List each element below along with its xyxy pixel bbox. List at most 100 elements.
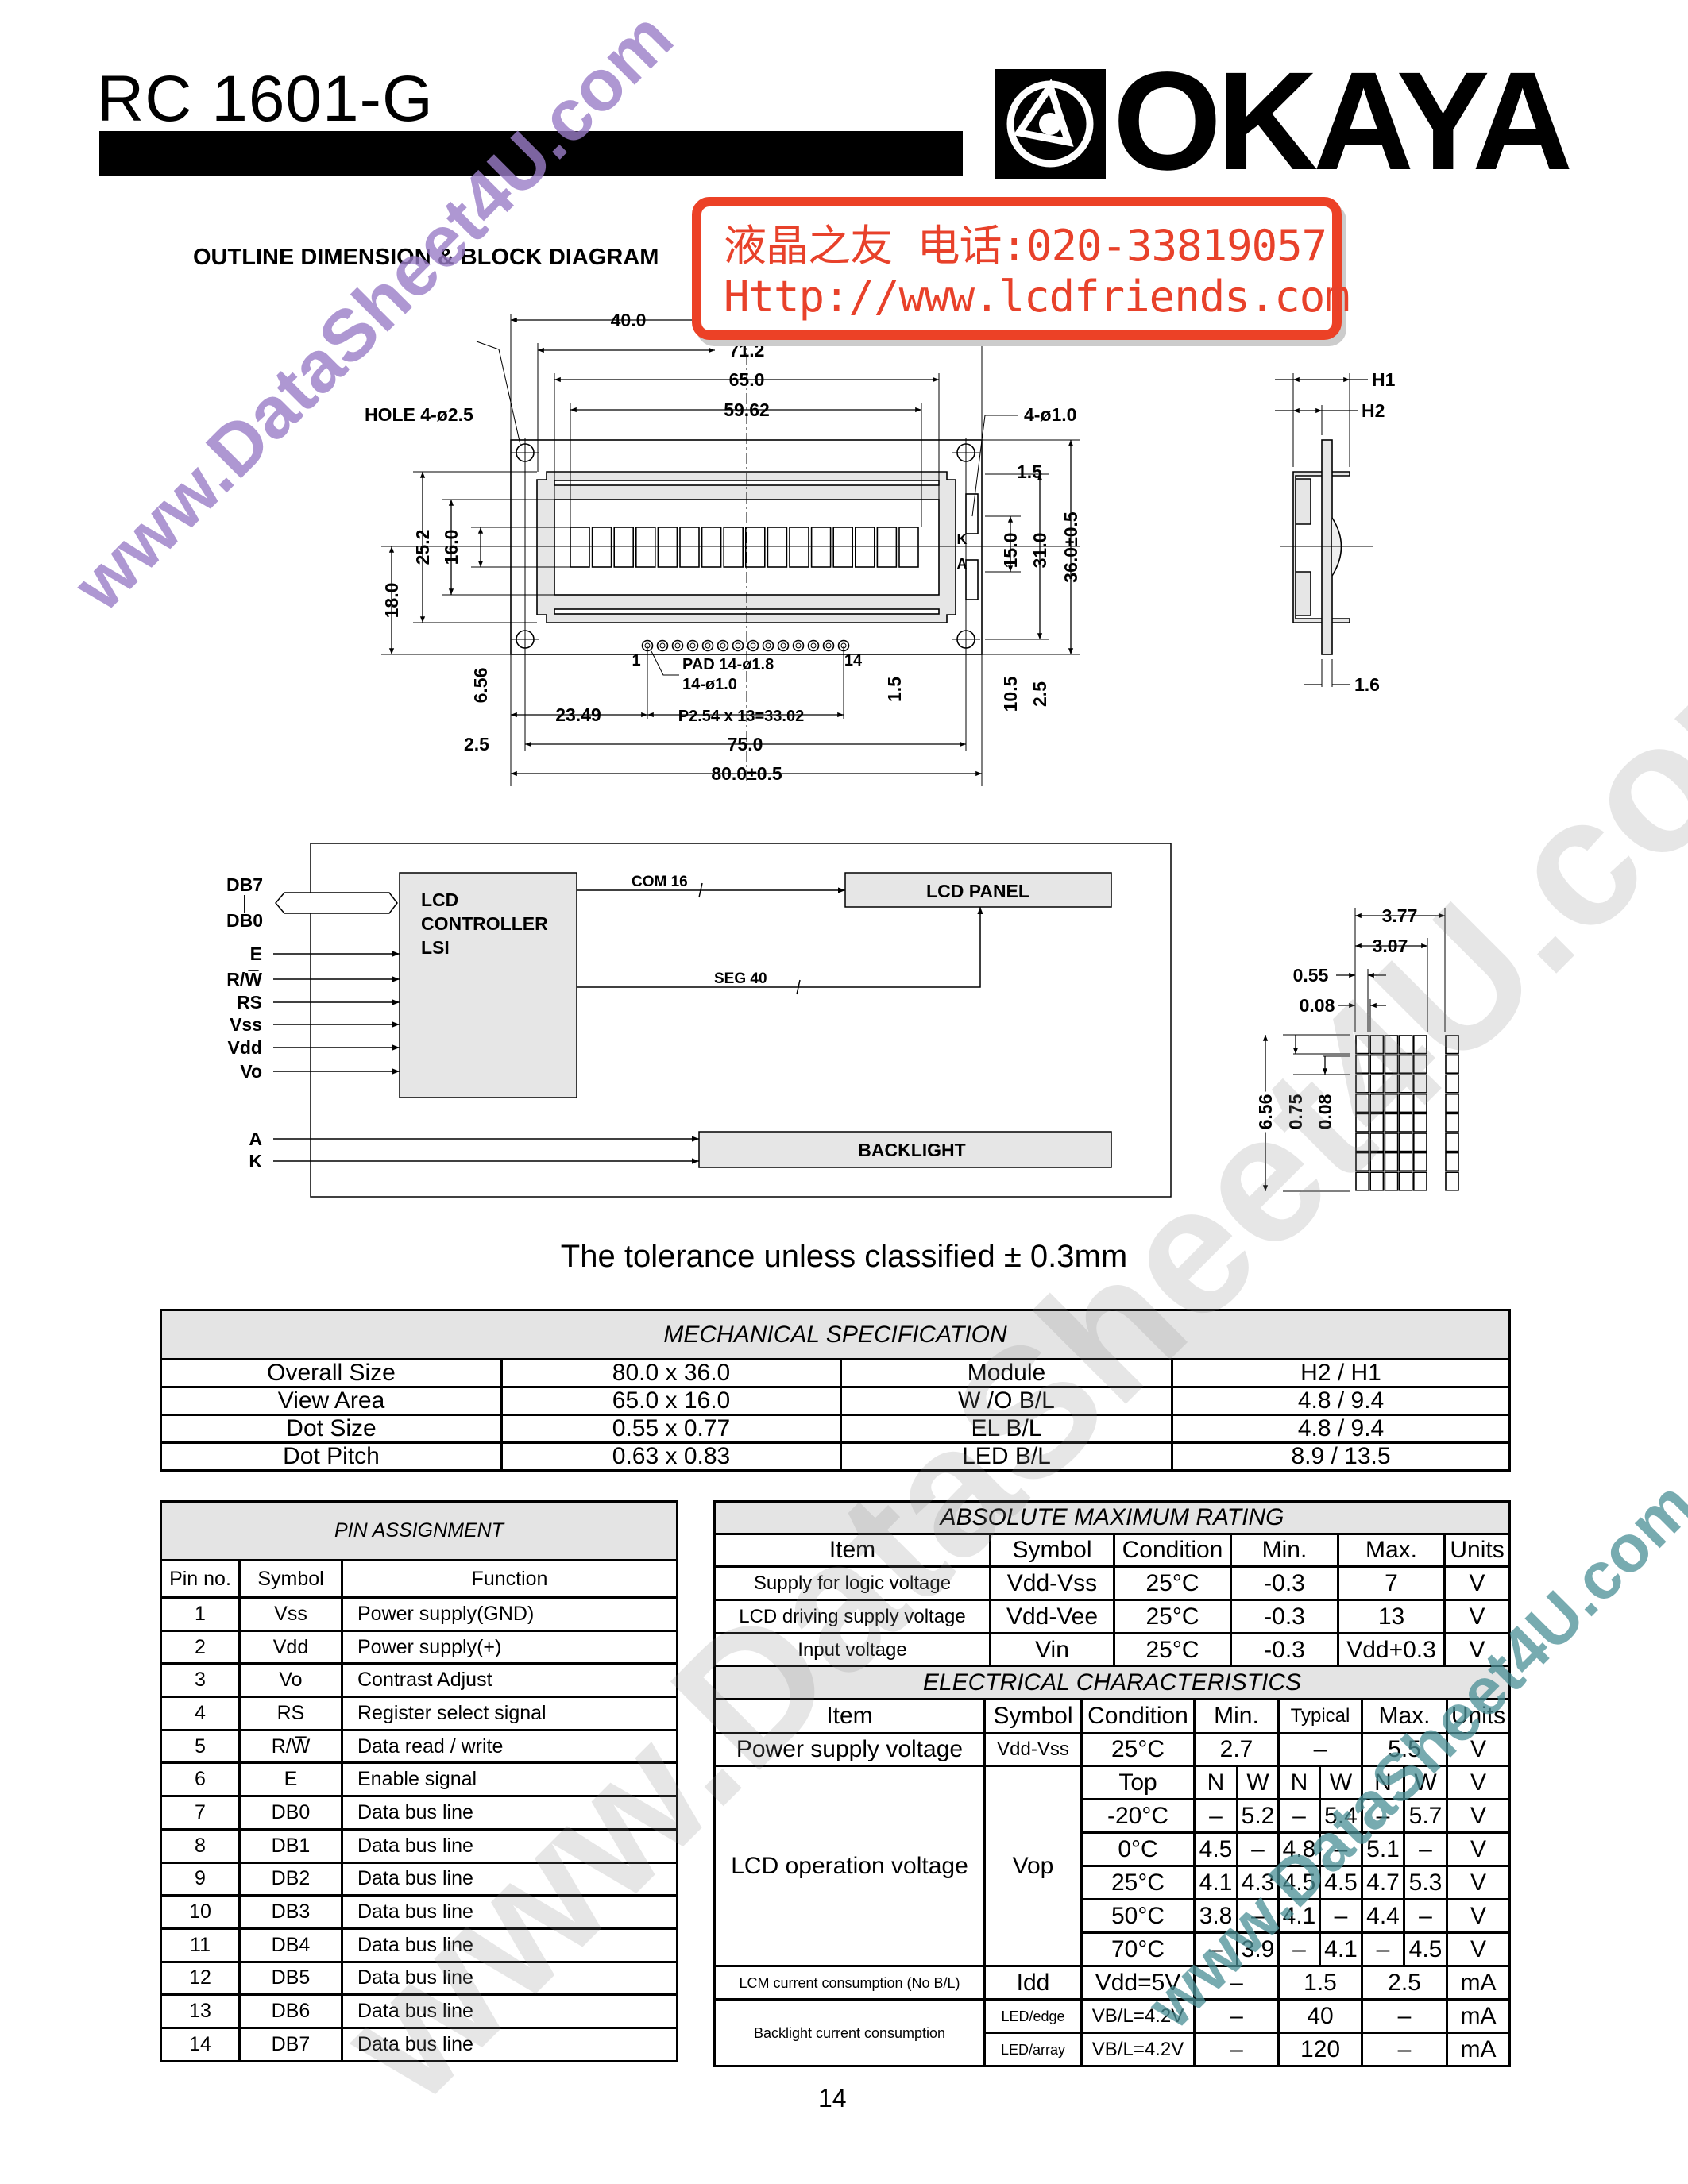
table-cell: V <box>1446 1831 1511 1867</box>
table-cell: Backlight current consumption <box>713 1998 986 2067</box>
dot <box>1355 1152 1370 1171</box>
input-label: Vdd <box>228 1037 262 1058</box>
table-cell: DB0 <box>238 1795 343 1831</box>
column-header: Symbol <box>989 1533 1115 1568</box>
dim-71-2: 71.2 <box>729 340 765 361</box>
table-cell: 4.5 <box>1193 1831 1238 1867</box>
table-cell: 40 <box>1277 1998 1363 2034</box>
pin-pad <box>671 639 684 652</box>
character-cell <box>635 527 656 568</box>
title-bar <box>99 131 963 176</box>
table-cell: 3 <box>160 1662 241 1699</box>
table-cell: 6 <box>160 1761 241 1798</box>
table-cell: Dot Size <box>160 1414 503 1444</box>
table-cell: V <box>1443 1565 1512 1601</box>
table-cell: EL B/L <box>840 1414 1173 1444</box>
dim-59-62: 59.62 <box>724 399 770 420</box>
table-cell: Supply for logic voltage <box>713 1565 991 1601</box>
table-cell: VB/L=4.2V <box>1080 1998 1196 2034</box>
table-cell: V <box>1446 1732 1511 1767</box>
controller-line3: LSI <box>421 937 450 958</box>
backlight-input-label: K <box>249 1151 262 1171</box>
table-cell: – <box>1193 2032 1280 2067</box>
input-label: RS <box>237 992 262 1013</box>
bus-db0: DB0 <box>226 910 263 931</box>
table-cell: Overall Size <box>160 1358 503 1388</box>
table-cell: 80.0 x 36.0 <box>500 1358 842 1388</box>
contact-stamp: 液晶之友 电话:020-33819057 Http://www.lcdfrien… <box>692 197 1350 340</box>
table-cell: 25°C <box>1113 1632 1232 1668</box>
column-header: Function <box>341 1559 678 1599</box>
dot-height-total: 6.56 <box>1255 1094 1276 1130</box>
input-label: Vss <box>230 1014 262 1035</box>
dim-2-5-right: 2.5 <box>1029 681 1050 707</box>
dim-18: 18.0 <box>381 583 402 619</box>
table-cell: W /O B/L <box>840 1386 1173 1416</box>
dot-gap-height: 0.08 <box>1315 1094 1335 1129</box>
pin-pad <box>747 639 759 652</box>
character-cell <box>570 527 590 568</box>
table-cell: 0.63 x 0.83 <box>500 1441 842 1472</box>
pin-pad <box>717 639 729 652</box>
dim-6-56: 6.56 <box>470 668 491 704</box>
dim-75: 75.0 <box>728 734 763 754</box>
table-title: ELECTRICAL CHARACTERISTICS <box>713 1665 1511 1700</box>
dot <box>1384 1074 1399 1094</box>
side-h2: H2 <box>1362 400 1385 421</box>
dim-pitch: P2.54 x 13=33.02 <box>678 708 804 725</box>
table-cell: 5.5 <box>1361 1732 1448 1767</box>
dot <box>1369 1094 1385 1113</box>
dot-width: 0.55 <box>1293 965 1329 986</box>
dot <box>1413 1113 1427 1133</box>
table-cell: Module <box>840 1358 1173 1388</box>
label-a: A <box>957 556 968 572</box>
table-cell: V <box>1446 1898 1511 1934</box>
table-cell: 4.8 / 9.4 <box>1170 1414 1512 1444</box>
dot-width-total: 3.77 <box>1382 905 1418 926</box>
table-cell: Vo <box>238 1662 343 1699</box>
dot <box>1413 1054 1427 1074</box>
dot <box>1413 1171 1427 1191</box>
table-cell: 8 <box>160 1827 241 1864</box>
table-cell: -0.3 <box>1230 1565 1339 1601</box>
table-cell: Contrast Adjust <box>341 1662 678 1699</box>
table-cell: LCD driving supply voltage <box>713 1599 991 1634</box>
table-cell: H2 / H1 <box>1170 1358 1512 1388</box>
character-cell <box>832 527 853 568</box>
table-cell: Input voltage <box>713 1632 991 1668</box>
table-cell: 3.9 <box>1236 1931 1280 1967</box>
table-cell: 5.4 <box>1319 1798 1363 1834</box>
dot <box>1445 1152 1459 1171</box>
dim-1-5-top: 1.5 <box>1017 461 1042 482</box>
table-cell: 2 <box>160 1629 241 1665</box>
table-cell: Data bus line <box>341 1861 678 1897</box>
pin-hole-label: 4-ø1.0 <box>1024 404 1076 425</box>
table-cell: 4 <box>160 1696 241 1731</box>
column-header: Max. <box>1337 1533 1446 1568</box>
bus-separator: | <box>242 892 247 913</box>
column-header: Min. <box>1230 1533 1339 1568</box>
table-cell: Data bus line <box>341 1993 678 2029</box>
table-cell: LED/edge <box>983 1998 1083 2034</box>
block-diagram <box>273 843 1172 1198</box>
table-cell: 4.1 <box>1319 1931 1363 1967</box>
input-label: Vo <box>240 1061 262 1082</box>
dot <box>1445 1074 1459 1094</box>
column-header: Condition <box>1080 1698 1196 1734</box>
table-cell: 25°C <box>1113 1599 1232 1634</box>
dot <box>1398 1094 1413 1113</box>
table-cell: – <box>1319 1831 1363 1867</box>
tolerance-note: The tolerance unless classified ± 0.3mm <box>560 1239 1128 1274</box>
dot <box>1355 1094 1370 1113</box>
dot-height: 0.75 <box>1285 1094 1306 1129</box>
